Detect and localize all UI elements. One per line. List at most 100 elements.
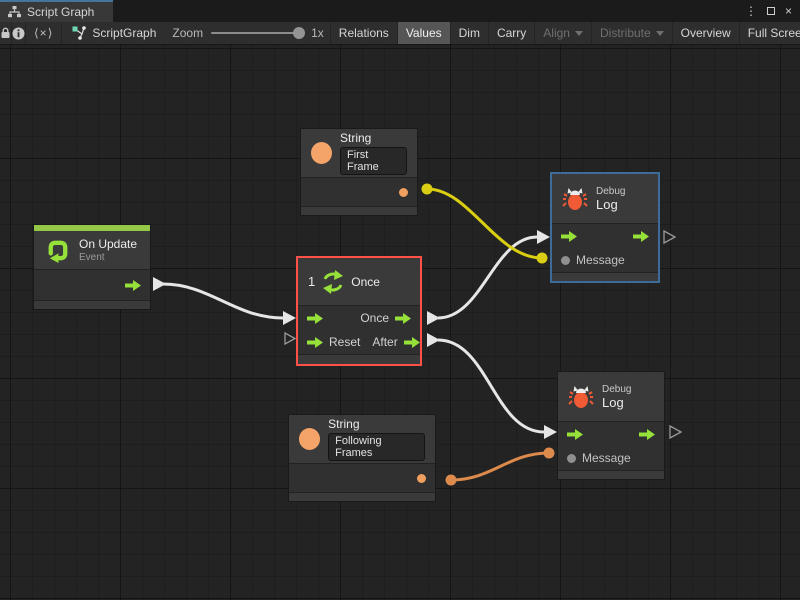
node-string-first-frame[interactable]: String First Frame bbox=[300, 128, 418, 216]
message-input-port[interactable] bbox=[561, 255, 570, 265]
wire-endpoint-dot bbox=[536, 252, 548, 264]
relations-button[interactable]: Relations bbox=[329, 22, 397, 44]
node-body: Message bbox=[552, 224, 658, 272]
wire-once-debugtop[interactable] bbox=[437, 235, 538, 320]
node-once[interactable]: 1 Once Once Reset bbox=[296, 256, 422, 366]
zoom-slider[interactable] bbox=[211, 27, 306, 39]
node-subtitle: Event bbox=[79, 252, 105, 263]
align-dropdown[interactable]: Align bbox=[534, 22, 591, 44]
info-icon bbox=[12, 27, 25, 39]
zoom-slider-handle[interactable] bbox=[293, 27, 306, 39]
toolbar: ⟨×⟩ ScriptGraph Zoom 1x Relations Values… bbox=[0, 22, 800, 45]
zoom-label: Zoom bbox=[172, 26, 204, 40]
node-footer bbox=[552, 272, 658, 281]
script-graph-icon bbox=[72, 26, 87, 40]
connection-wires bbox=[153, 183, 683, 486]
wire-start-stub bbox=[153, 277, 166, 291]
string-literal-icon bbox=[311, 142, 332, 164]
dim-button[interactable]: Dim bbox=[449, 22, 488, 44]
lock-icon bbox=[1, 27, 10, 38]
carry-button[interactable]: Carry bbox=[487, 22, 534, 44]
on-update-loop-icon bbox=[48, 240, 68, 263]
value-output-port[interactable] bbox=[417, 473, 426, 483]
node-debug-log-top[interactable]: Debug Log Message bbox=[551, 173, 659, 282]
exec-input-port[interactable] bbox=[561, 230, 577, 242]
node-footer bbox=[34, 300, 150, 309]
node-footer bbox=[558, 470, 664, 479]
value-output-port[interactable] bbox=[399, 187, 408, 197]
exec-output-once-port[interactable] bbox=[395, 312, 411, 324]
string-value-input[interactable]: First Frame bbox=[339, 147, 407, 175]
wire-string-debugbottom[interactable] bbox=[450, 451, 550, 482]
message-input-port[interactable] bbox=[567, 453, 576, 463]
distribute-dropdown[interactable]: Distribute bbox=[590, 22, 672, 44]
wire-arrowhead bbox=[537, 230, 550, 244]
maximize-button[interactable] bbox=[766, 5, 775, 17]
zoom-control: Zoom 1x bbox=[166, 22, 329, 44]
exec-input-port[interactable] bbox=[567, 428, 583, 440]
lock-button[interactable] bbox=[0, 22, 12, 44]
node-body: Message bbox=[558, 422, 664, 470]
graph-name-label: ScriptGraph bbox=[92, 26, 157, 40]
exec-output-port[interactable] bbox=[633, 230, 649, 242]
node-header: Debug Log bbox=[558, 372, 664, 422]
chevron-down-icon bbox=[655, 30, 664, 36]
exec-input-port[interactable] bbox=[307, 312, 323, 324]
edit-source-button[interactable]: ⟨×⟩ bbox=[26, 22, 63, 44]
port-stub-debugbottom-out[interactable] bbox=[669, 424, 683, 440]
wire-endpoint-dot bbox=[421, 183, 433, 195]
wire-start-stub bbox=[427, 311, 440, 325]
window-controls: ⋮ × bbox=[745, 0, 800, 22]
node-footer bbox=[301, 206, 417, 215]
overview-button[interactable]: Overview bbox=[671, 22, 739, 44]
wire-once-debugbottom[interactable] bbox=[437, 338, 545, 434]
toolbar-buttons: Relations Values Dim Carry Align Distrib… bbox=[329, 22, 800, 44]
port-label-message: Message bbox=[576, 253, 625, 267]
once-cycle-icon bbox=[323, 269, 344, 294]
full-screen-button[interactable]: Full Screen bbox=[738, 22, 800, 44]
graph-name-group: ScriptGraph bbox=[62, 22, 166, 44]
port-label-after: After bbox=[372, 335, 398, 349]
event-accent-bar bbox=[34, 225, 150, 231]
tab-script-graph[interactable]: Script Graph bbox=[0, 0, 113, 22]
node-footer bbox=[289, 492, 435, 501]
titlebar: Script Graph ⋮ × bbox=[0, 0, 800, 22]
chevron-down-icon bbox=[574, 30, 583, 36]
wire-onupdate-once[interactable] bbox=[162, 282, 284, 320]
node-title-small: Debug bbox=[602, 384, 632, 395]
zoom-value: 1x bbox=[311, 26, 324, 40]
graph-hierarchy-icon bbox=[8, 6, 21, 18]
debug-bug-icon bbox=[562, 187, 588, 210]
info-button[interactable] bbox=[12, 22, 26, 44]
node-footer bbox=[298, 354, 420, 364]
exec-output-port[interactable] bbox=[639, 428, 655, 440]
wire-start-stub bbox=[427, 333, 440, 347]
wire-endpoint-dot bbox=[445, 474, 457, 486]
exec-output-after-port[interactable] bbox=[403, 336, 420, 348]
port-stub-once-reset[interactable] bbox=[284, 331, 297, 346]
window-menu-button[interactable]: ⋮ bbox=[744, 4, 757, 18]
close-button[interactable]: × bbox=[784, 4, 792, 18]
node-body bbox=[34, 270, 150, 300]
node-title: Log bbox=[602, 395, 624, 410]
node-body: Once Reset After bbox=[298, 306, 420, 354]
node-debug-log-bottom[interactable]: Debug Log Message bbox=[557, 371, 665, 480]
node-on-update[interactable]: On Update Event bbox=[33, 224, 151, 310]
port-stub-debugtop-out[interactable] bbox=[663, 229, 677, 245]
node-header: String First Frame bbox=[301, 129, 417, 178]
node-header: String Following Frames bbox=[289, 415, 435, 464]
exec-output-port[interactable] bbox=[125, 279, 141, 291]
wire-endpoint-dot bbox=[543, 447, 555, 459]
node-title: String bbox=[328, 417, 360, 431]
node-title-small: Debug bbox=[596, 186, 626, 197]
string-literal-icon bbox=[299, 428, 321, 450]
graph-canvas[interactable]: String First Frame On Update Event bbox=[0, 45, 800, 600]
port-label-message: Message bbox=[582, 451, 631, 465]
exec-input-reset-port[interactable] bbox=[307, 336, 323, 348]
node-string-following-frames[interactable]: String Following Frames bbox=[288, 414, 436, 502]
values-button[interactable]: Values bbox=[396, 22, 450, 44]
node-title: Log bbox=[596, 197, 618, 212]
string-value-input[interactable]: Following Frames bbox=[328, 433, 425, 461]
wire-string-debugtop[interactable] bbox=[426, 187, 543, 260]
